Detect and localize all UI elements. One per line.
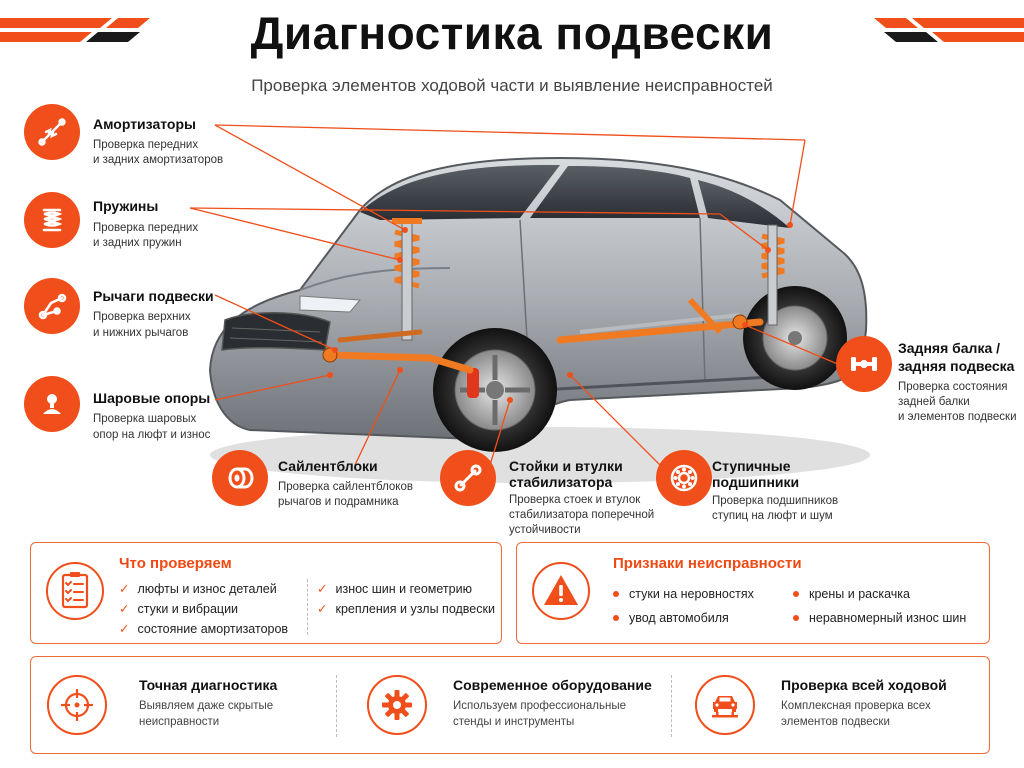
- list-item: крены и раскачка: [793, 587, 910, 601]
- list-item: стуки на неровностях: [613, 587, 754, 601]
- fault-signs-title: Признаки неисправности: [613, 555, 802, 572]
- spring-icon: [24, 192, 80, 248]
- header-stripes-right: [874, 18, 1024, 42]
- page-title: Диагностика подвески: [250, 7, 774, 59]
- bearing-icon: [656, 450, 712, 506]
- checklist-icon: [46, 562, 104, 620]
- shock-absorber-icon: [24, 104, 80, 160]
- target-icon: [47, 675, 107, 735]
- header-stripes-left: [0, 18, 150, 42]
- stabilizer-link-icon: [440, 450, 496, 506]
- list-item: ✓состояние амортизаторов: [119, 622, 289, 636]
- list-item: неравномерный износ шин: [793, 611, 966, 625]
- what-we-check-title: Что проверяем: [119, 555, 232, 572]
- ball-joint-icon: [24, 376, 80, 432]
- warning-icon: [532, 562, 590, 620]
- list-item: ✓крепления и узлы подвески: [317, 602, 495, 616]
- control-arm-icon: [24, 278, 80, 334]
- list-item: увод автомобиля: [613, 611, 729, 625]
- car-illustration: [0, 100, 1024, 540]
- rear-beam-icon: [836, 336, 892, 392]
- list-item: ✓стуки и вибрации: [119, 602, 239, 616]
- list-item: ✓износ шин и геометрию: [317, 582, 472, 596]
- bushing-icon: [212, 450, 268, 506]
- list-item: ✓люфты и износ деталей: [119, 582, 277, 596]
- car-lift-icon: [695, 675, 755, 735]
- divider: [336, 675, 337, 737]
- features-box: Точная диагностика Выявляем даже скрытые…: [30, 656, 990, 754]
- divider: [307, 579, 308, 635]
- fault-signs-box: Признаки неисправности стуки на неровнос…: [516, 542, 990, 644]
- gear-icon: [367, 675, 427, 735]
- what-we-check-box: Что проверяем ✓люфты и износ деталей ✓ст…: [30, 542, 502, 644]
- page-subtitle: Проверка элементов ходовой части и выявл…: [251, 76, 773, 95]
- divider: [671, 675, 672, 737]
